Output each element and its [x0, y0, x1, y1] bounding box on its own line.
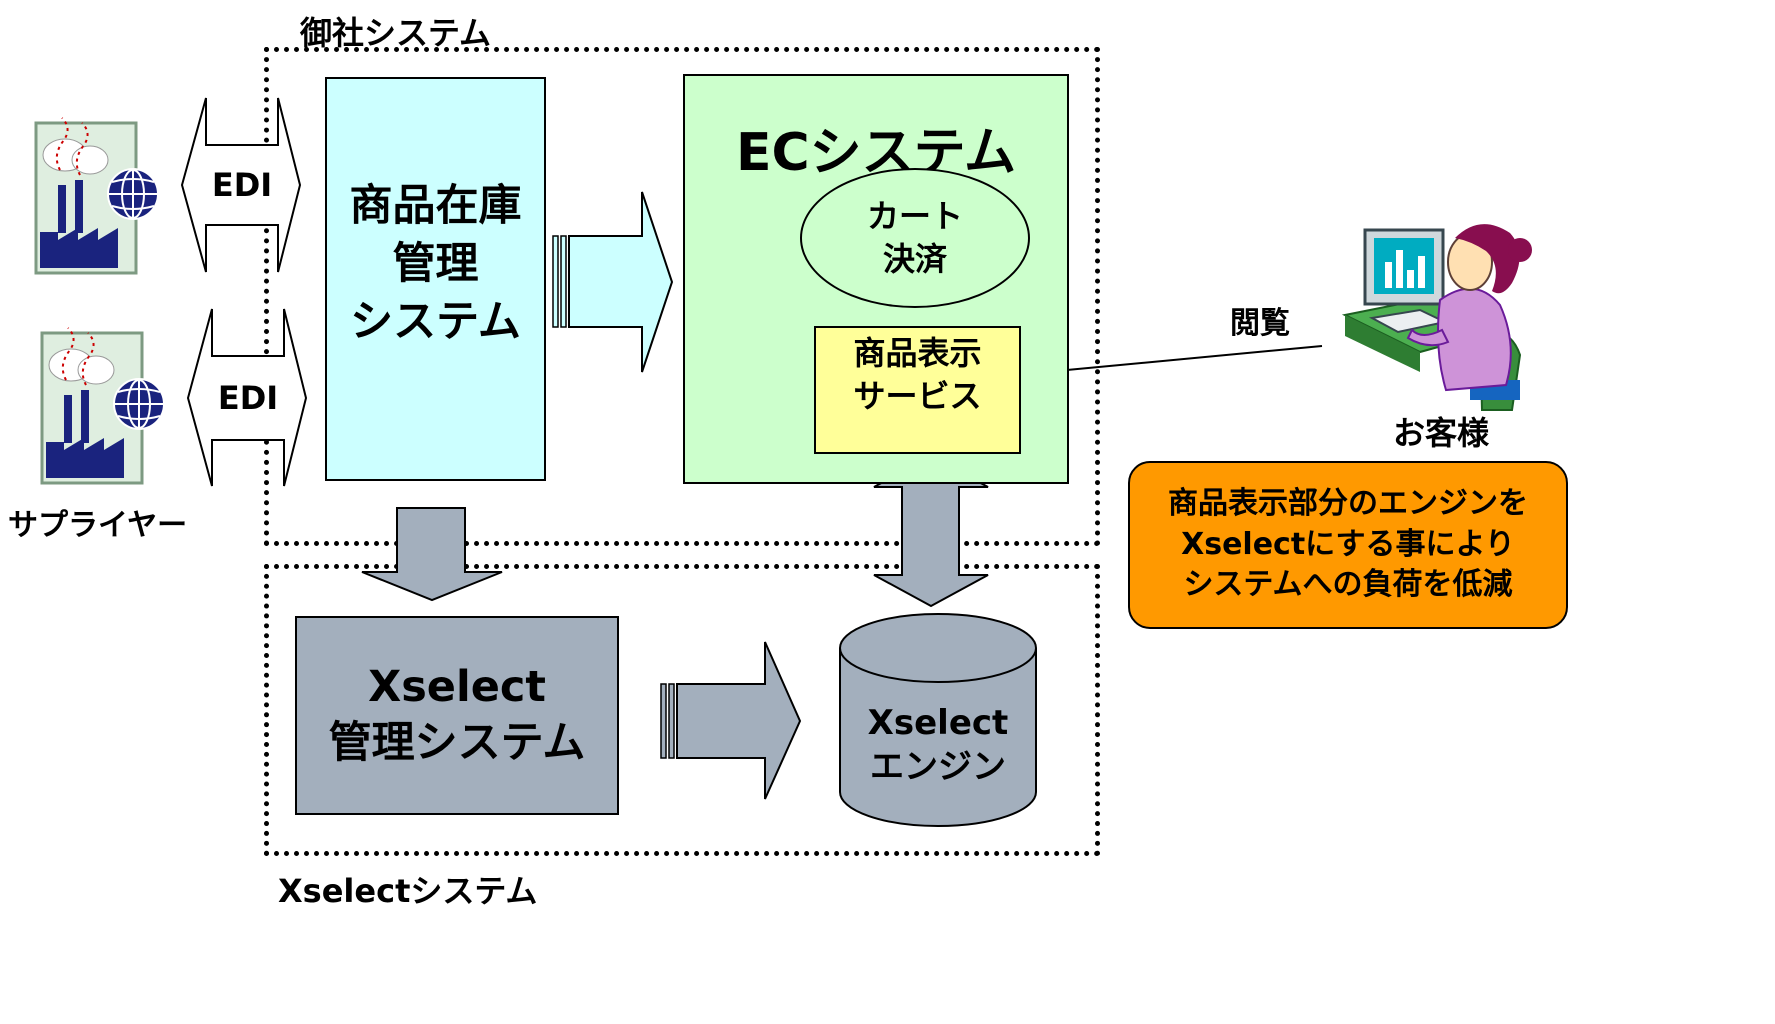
company-system-group — [264, 47, 1100, 546]
inventory-management-system: 商品在庫 管理 システム — [325, 77, 546, 481]
browse-arrow — [1034, 345, 1323, 374]
inventory-management-label: 商品在庫 管理 システム — [349, 180, 522, 348]
suppliers-label: サプライヤー — [8, 508, 188, 543]
inventory-to-ec-arrow — [568, 191, 674, 373]
edi-arrow-top — [180, 97, 302, 273]
callout-box: 商品表示部分のエンジンを Xselectにする事により システムへの負荷を低減 — [1128, 461, 1568, 629]
xselect-engine-label: Xselect エンジン — [867, 702, 1009, 787]
factory-globe-icon — [34, 117, 159, 275]
factory-globe-icon — [40, 327, 165, 485]
company-system-label: 御社システム — [300, 14, 492, 52]
xselect-admin-label: Xselect 管理システム — [328, 661, 586, 768]
cart-payment-ellipse: カート 決済 — [800, 168, 1030, 308]
edi-arrow-bottom — [186, 308, 308, 487]
product-display-label: 商品表示 サービス — [853, 334, 982, 416]
xselect-admin-to-engine-arrow — [676, 641, 802, 800]
edi-label-bottom: EDI — [217, 379, 279, 417]
engine-display-arrow — [873, 454, 989, 608]
browse-label: 閲覧 — [1230, 306, 1290, 341]
product-display-service: 商品表示 サービス — [814, 326, 1021, 454]
customer-at-computer-icon — [1341, 224, 1532, 411]
xselect-admin-system: Xselect 管理システム — [295, 616, 619, 815]
customer-label: お客様 — [1393, 414, 1490, 452]
callout-text: 商品表示部分のエンジンを Xselectにする事により システムへの負荷を低減 — [1168, 486, 1528, 603]
xselect-system-group — [264, 564, 1100, 856]
engine-cylinder — [839, 613, 1037, 827]
cart-payment-label: カート 決済 — [866, 196, 963, 278]
xselect-system-label: Xselectシステム — [278, 872, 538, 910]
xselect-engine: Xselect エンジン — [840, 690, 1036, 800]
edi-label-top: EDI — [211, 166, 273, 204]
inventory-to-xselect-arrow — [361, 507, 503, 602]
